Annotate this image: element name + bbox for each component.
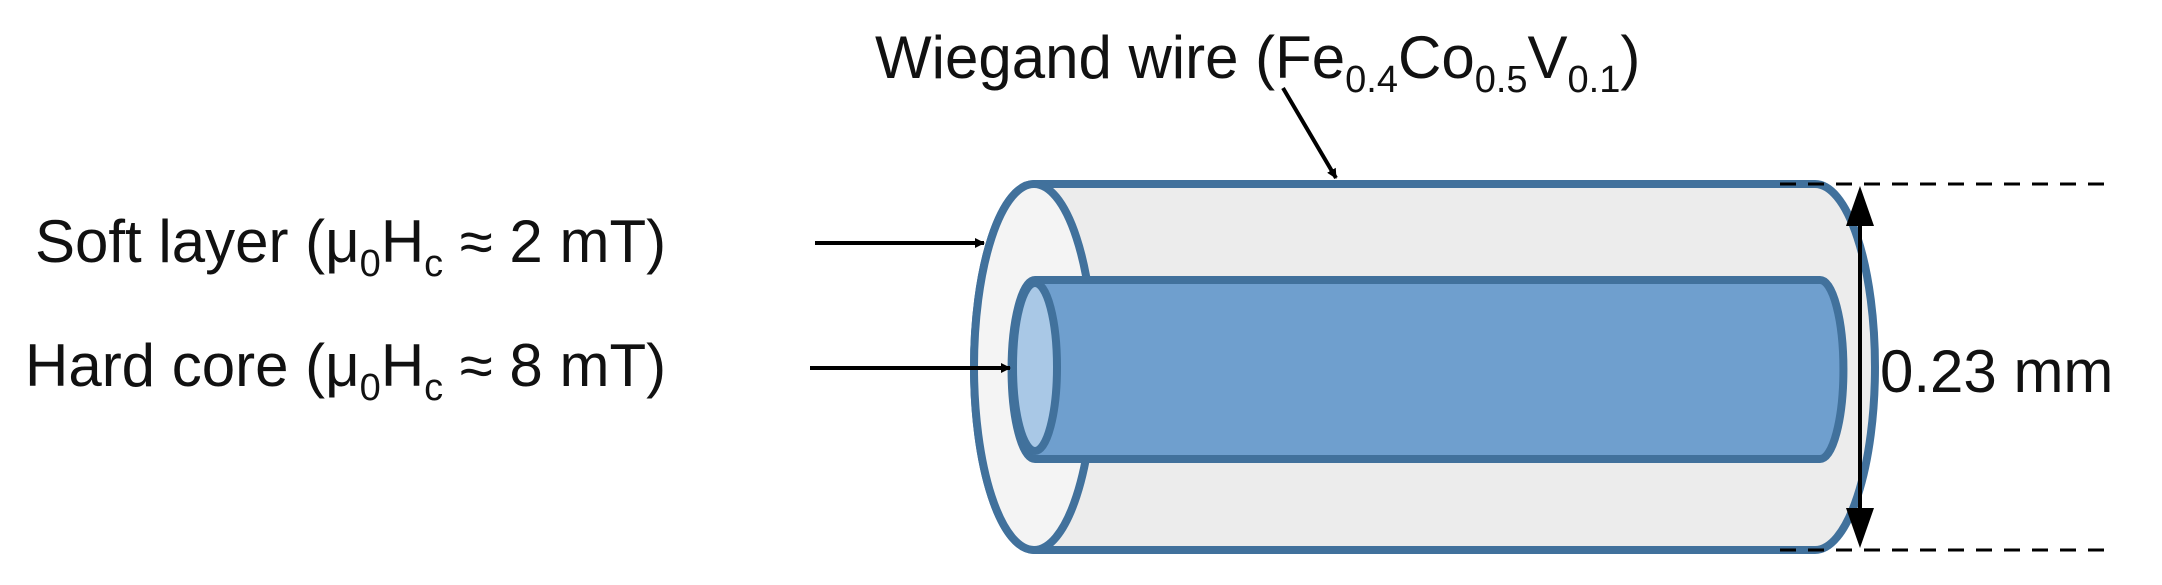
diameter-label: 0.23 mm (1880, 338, 2113, 405)
soft-layer-label: Soft layer (μ0Hc ≈ 2 mT) (35, 208, 666, 285)
hard-core-label: Hard core (μ0Hc ≈ 8 mT) (25, 332, 666, 409)
inner-core-body (1007, 276, 1848, 463)
wire-pointer-arrow (1281, 86, 1338, 180)
inner-core-front-face (1009, 279, 1061, 455)
inner-core (1007, 276, 1848, 463)
wiegand-wire-label: Wiegand wire (Fe0.4Co0.5V0.1) (875, 24, 1640, 101)
diameter-arrow-head-bottom (1846, 508, 1874, 548)
diameter-arrow-head-top (1846, 186, 1874, 226)
